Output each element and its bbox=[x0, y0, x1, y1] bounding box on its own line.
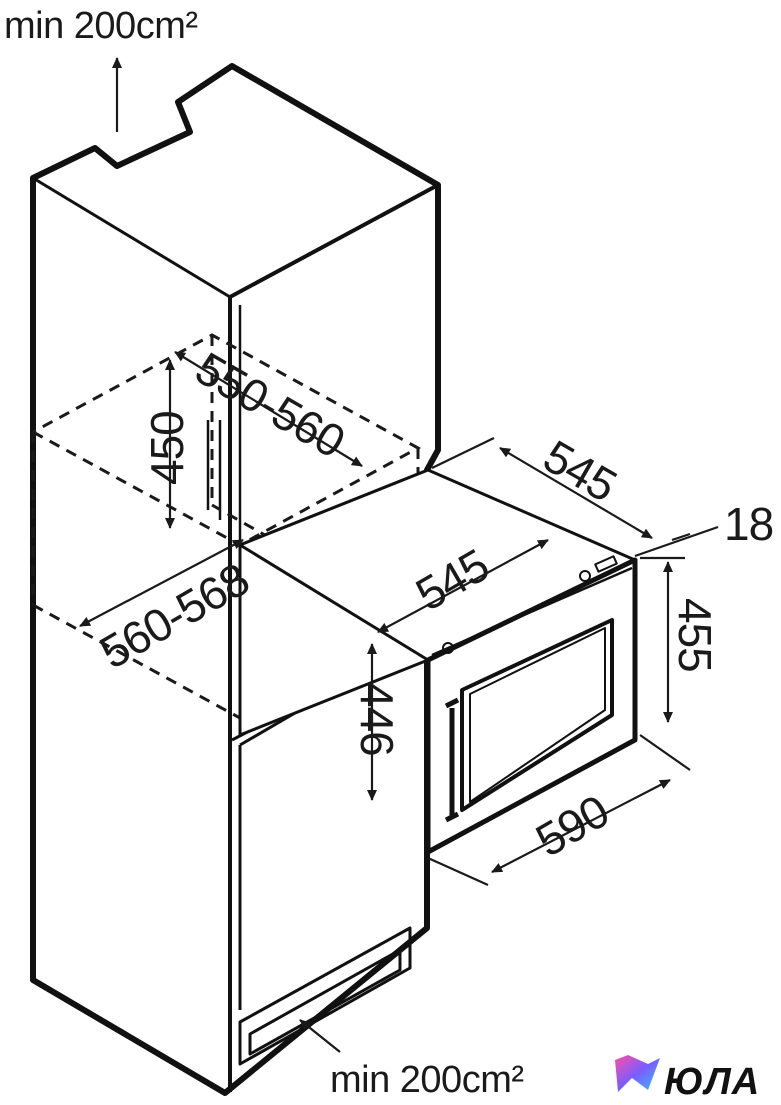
door-glass bbox=[460, 618, 614, 812]
width-arrow bbox=[79, 539, 244, 627]
door-thickness-leader bbox=[634, 525, 719, 558]
cabinet-top-left-edge bbox=[32, 176, 231, 299]
dim-appliance-width: 590 bbox=[527, 785, 617, 867]
dim-body-height: 446 bbox=[351, 682, 403, 756]
top-depth-arrow bbox=[499, 447, 653, 539]
side-depth-arrow bbox=[377, 539, 549, 633]
width-590-extension bbox=[427, 856, 489, 887]
logo-text: ЮЛА bbox=[664, 1061, 760, 1100]
width-590-arrow bbox=[491, 779, 671, 873]
control-knob-left bbox=[442, 642, 454, 654]
depth-arrow bbox=[174, 351, 363, 467]
door-glass-inner bbox=[469, 627, 606, 803]
cabinet-top-front-edge bbox=[229, 183, 439, 299]
dim-niche-width: 560-568 bbox=[91, 553, 257, 679]
control-knob-right bbox=[579, 570, 591, 582]
dimension-lines bbox=[79, 57, 719, 1053]
dim-door-thickness: 18 bbox=[724, 498, 773, 550]
top-depth-extension bbox=[431, 437, 495, 469]
yula-logo: ЮЛА bbox=[615, 1055, 760, 1103]
dim-appliance-height: 455 bbox=[669, 598, 721, 672]
bottom-vent-leader bbox=[299, 1019, 341, 1053]
dim-niche-height: 450 bbox=[141, 411, 193, 485]
dim-niche-depth: 550-560 bbox=[187, 342, 353, 468]
logo-mark-icon bbox=[615, 1055, 660, 1092]
plinth-grille bbox=[238, 926, 412, 1066]
height-455-extension-bottom bbox=[639, 734, 691, 771]
top-vent-note: min 200cm² bbox=[4, 5, 198, 47]
door-handle bbox=[444, 697, 460, 823]
control-display bbox=[594, 555, 618, 573]
dim-appliance-depth-top: 545 bbox=[535, 430, 625, 512]
bottom-vent-note: min 200cm² bbox=[330, 1059, 524, 1100]
door-thickness-tick bbox=[671, 532, 691, 542]
